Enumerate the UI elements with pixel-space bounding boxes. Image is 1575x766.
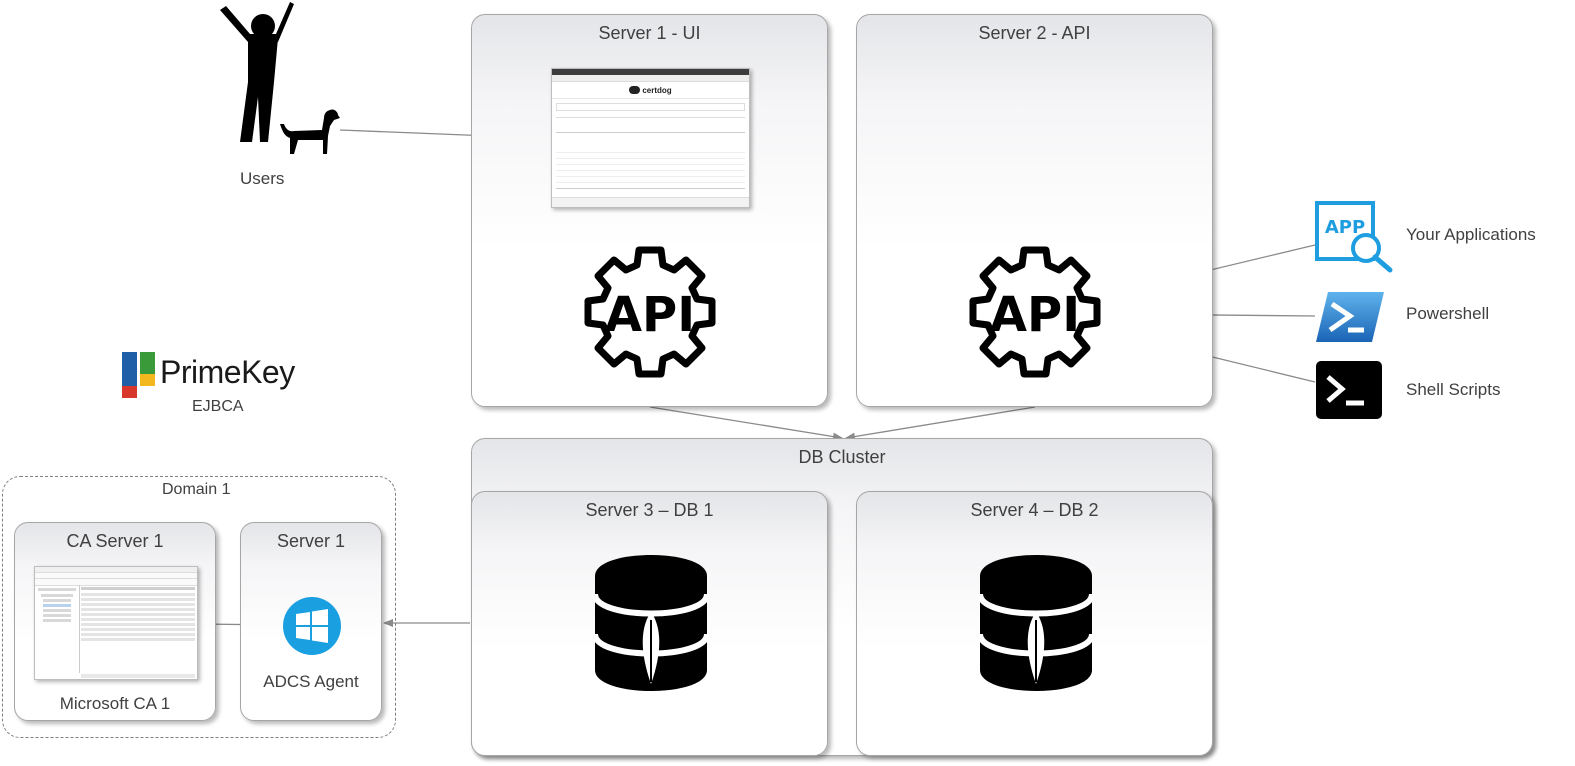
- app-search-icon: APP: [1315, 201, 1393, 273]
- primekey-sub: EJBCA: [192, 398, 244, 415]
- ca-console-screenshot: [34, 566, 198, 680]
- ca-server-title: CA Server 1: [66, 531, 164, 551]
- certdog-ui-screenshot: certdog: [551, 68, 750, 208]
- server-db1-title: Server 3 – DB 1: [585, 500, 714, 520]
- ca-server-caption: Microsoft CA 1: [59, 694, 171, 713]
- agent-server-title: Server 1: [276, 531, 346, 551]
- database-icon-db2: [977, 555, 1095, 691]
- primekey-name: PrimeKey: [160, 354, 295, 390]
- client-label-powershell: Powershell: [1406, 304, 1490, 323]
- server-api-box: Server 2 - API: [856, 14, 1213, 407]
- domain-box: [2, 476, 396, 738]
- api-gear-text-api: API: [990, 287, 1080, 343]
- powershell-icon: [1316, 292, 1384, 342]
- app-icon-text: APP: [1325, 217, 1365, 238]
- person-icon: [220, 2, 294, 142]
- server-ui-title: Server 1 - UI: [598, 23, 701, 43]
- domain-title: Domain 1: [162, 481, 231, 498]
- api-gear-icon-ui: API: [584, 246, 716, 378]
- terminal-icon: [1316, 361, 1382, 419]
- users-label: Users: [240, 169, 285, 188]
- api-gear-icon-api: API: [969, 246, 1101, 378]
- certdog-logo: certdog: [642, 85, 672, 95]
- api-gear-text-ui: API: [605, 287, 695, 343]
- server-api-title: Server 2 - API: [978, 23, 1091, 43]
- db-cluster-title: DB Cluster: [798, 447, 886, 467]
- database-icon-db1: [592, 555, 710, 691]
- client-label-apps: Your Applications: [1406, 225, 1536, 244]
- agent-server-caption: ADCS Agent: [263, 672, 359, 691]
- dog-icon: [280, 109, 340, 154]
- certdog-logo-icon: [629, 86, 641, 94]
- windows-logo-icon: [283, 597, 341, 655]
- api-to-db-arrow: [845, 406, 1036, 441]
- server-db2-title: Server 4 – DB 2: [970, 500, 1099, 520]
- primekey-logo-icon: [122, 352, 155, 398]
- client-label-shell: Shell Scripts: [1406, 380, 1501, 399]
- ui-to-db-arrow: [649, 406, 843, 441]
